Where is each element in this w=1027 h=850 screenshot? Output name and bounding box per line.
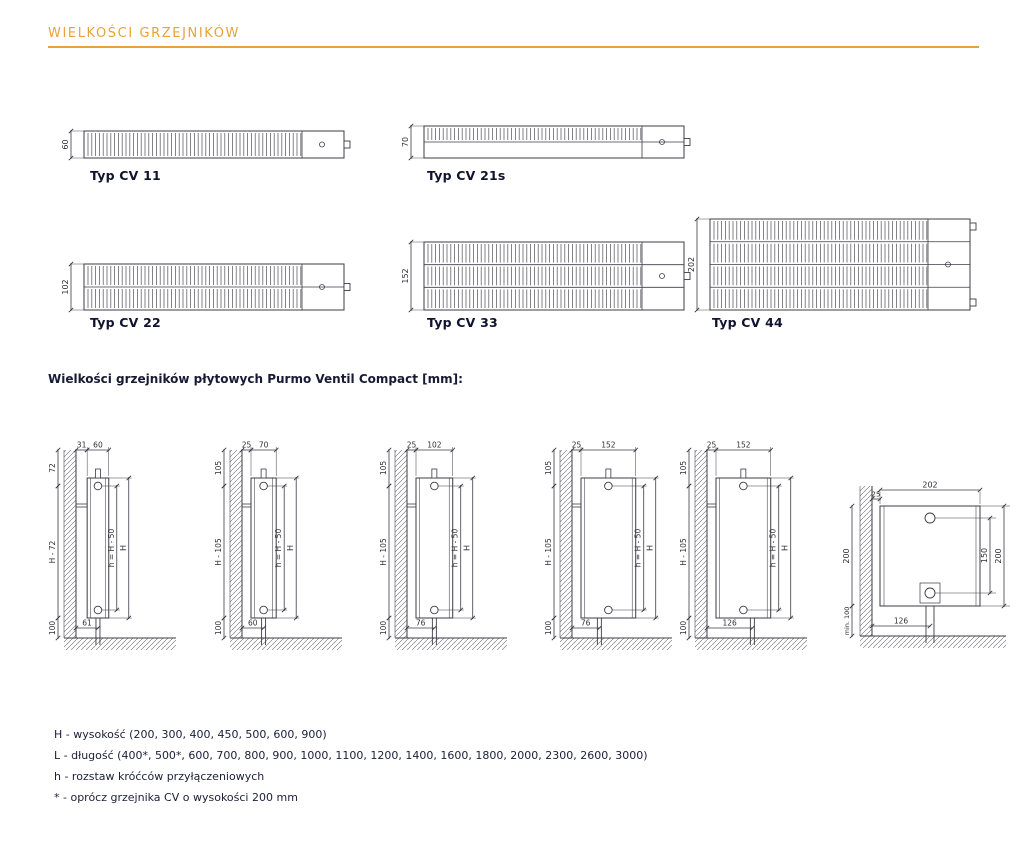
- svg-text:126: 126: [723, 619, 738, 628]
- svg-text:200: 200: [994, 548, 1003, 563]
- legend-line-length: L - długość (400*, 500*, 600, 700, 800, …: [54, 749, 648, 762]
- svg-text:200: 200: [842, 548, 851, 563]
- radiator-type-label: Typ CV 21s: [427, 168, 506, 183]
- svg-text:H - 105: H - 105: [544, 538, 553, 566]
- svg-text:70: 70: [259, 441, 269, 450]
- svg-text:70: 70: [402, 137, 410, 147]
- svg-text:H - 105: H - 105: [214, 538, 223, 566]
- cross-section-typ-cv-33: 152: [402, 239, 691, 313]
- svg-text:h = H - 50: h = H - 50: [107, 529, 116, 568]
- section-title: Wielkości grzejników płytowych Purmo Ven…: [48, 372, 463, 386]
- svg-text:152: 152: [736, 441, 751, 450]
- svg-text:102: 102: [427, 441, 442, 450]
- cross-section-typ-cv-22: 102: [62, 261, 351, 313]
- svg-text:105: 105: [214, 461, 223, 476]
- radiator-type-label: Typ CV 22: [90, 315, 161, 330]
- svg-text:31: 31: [77, 441, 87, 450]
- legend-line-note: * - oprócz grzejnika CV o wysokości 200 …: [54, 791, 298, 804]
- svg-text:100: 100: [48, 621, 57, 636]
- svg-text:202: 202: [688, 257, 696, 272]
- svg-text:60: 60: [93, 441, 103, 450]
- svg-text:76: 76: [416, 619, 426, 628]
- svg-text:h = H - 50: h = H - 50: [274, 529, 283, 568]
- radiator-type-label: Typ CV 33: [427, 315, 498, 330]
- detail-view-diagram: 202 25 200 min. 100 150 200 126: [842, 481, 1010, 648]
- svg-text:h = H - 50: h = H - 50: [634, 529, 643, 568]
- svg-text:H: H: [463, 545, 472, 551]
- svg-text:76: 76: [581, 619, 591, 628]
- radiator-type-label: Typ CV 11: [90, 168, 161, 183]
- svg-text:202: 202: [922, 481, 937, 490]
- svg-text:25: 25: [242, 441, 252, 450]
- svg-text:152: 152: [601, 441, 616, 450]
- svg-text:105: 105: [379, 461, 388, 476]
- svg-text:H: H: [781, 545, 790, 551]
- svg-text:H - 72: H - 72: [48, 540, 57, 563]
- svg-text:100: 100: [679, 621, 688, 636]
- legend: H - wysokość (200, 300, 400, 450, 500, 6…: [54, 728, 648, 812]
- header-rule: [48, 46, 979, 48]
- cross-section-typ-cv-21s: 70: [402, 123, 691, 161]
- svg-text:min. 100: min. 100: [843, 607, 851, 636]
- svg-text:100: 100: [214, 621, 223, 636]
- svg-text:61: 61: [82, 619, 92, 628]
- svg-text:25: 25: [707, 441, 717, 450]
- svg-text:h = H - 50: h = H - 50: [769, 529, 778, 568]
- svg-text:72: 72: [48, 463, 57, 473]
- svg-text:102: 102: [62, 279, 70, 294]
- svg-text:H: H: [646, 545, 655, 551]
- cross-section-typ-cv-44: 202: [688, 216, 977, 313]
- svg-text:25: 25: [572, 441, 582, 450]
- svg-text:H: H: [286, 545, 295, 551]
- svg-text:105: 105: [679, 461, 688, 476]
- svg-text:126: 126: [894, 617, 909, 626]
- svg-text:H: H: [119, 545, 128, 551]
- svg-text:25: 25: [872, 491, 881, 499]
- legend-line-height: H - wysokość (200, 300, 400, 450, 500, 6…: [54, 728, 327, 741]
- page-title: WIELKOŚCI GRZEJNIKÓW: [48, 26, 241, 41]
- svg-text:150: 150: [980, 548, 989, 563]
- svg-text:100: 100: [379, 621, 388, 636]
- svg-text:h = H - 50: h = H - 50: [451, 529, 460, 568]
- svg-text:60: 60: [248, 619, 258, 628]
- svg-text:60: 60: [62, 139, 70, 149]
- svg-text:100: 100: [544, 621, 553, 636]
- svg-text:H - 105: H - 105: [679, 538, 688, 566]
- cross-section-typ-cv-11: 60: [62, 128, 351, 161]
- svg-text:105: 105: [544, 461, 553, 476]
- svg-text:152: 152: [402, 268, 410, 283]
- svg-text:25: 25: [407, 441, 417, 450]
- legend-line-spacing: h - rozstaw króćców przyłączeniowych: [54, 770, 265, 783]
- radiator-type-label: Typ CV 44: [712, 315, 783, 330]
- svg-text:H - 105: H - 105: [379, 538, 388, 566]
